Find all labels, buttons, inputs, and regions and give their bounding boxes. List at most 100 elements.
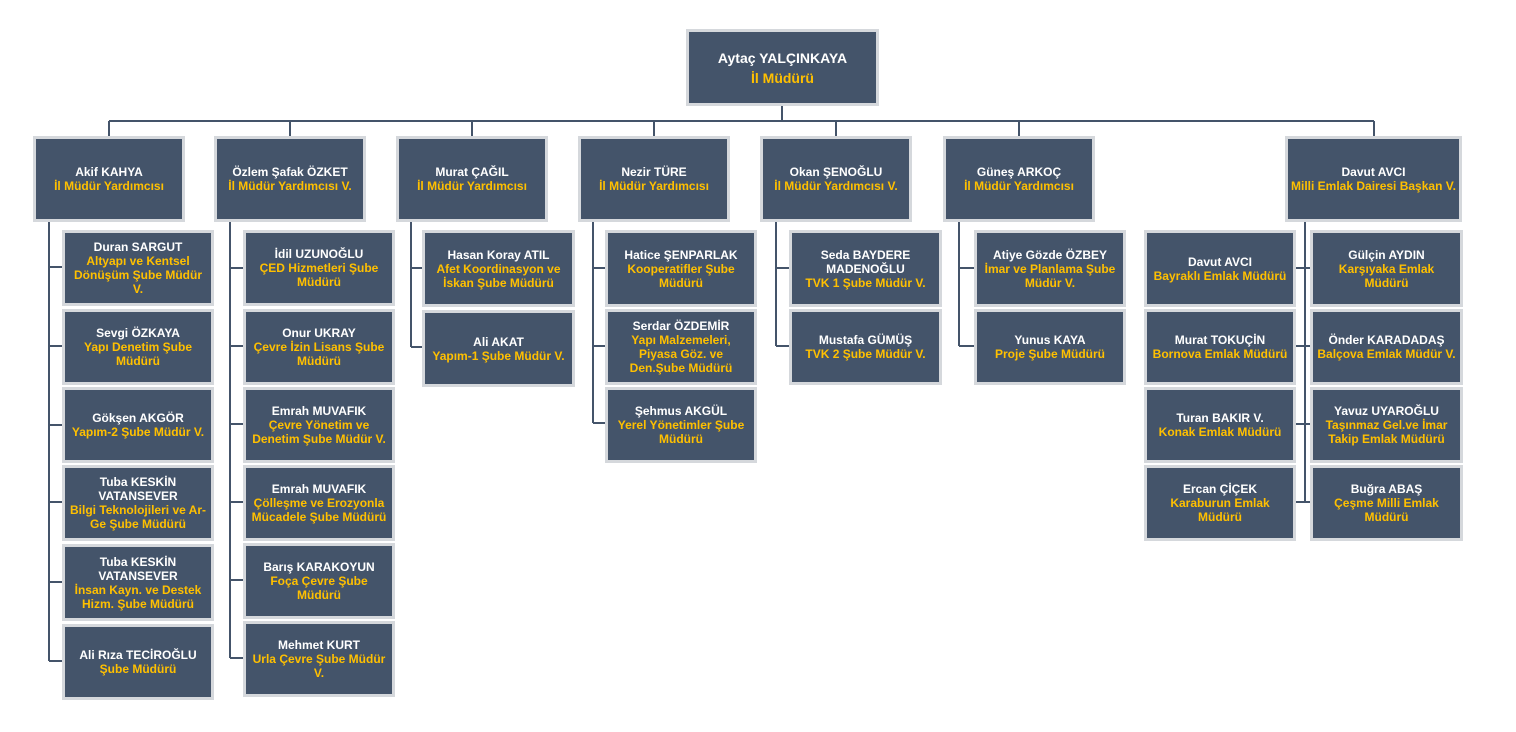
unit-name: İdil UZUNOĞLU	[274, 247, 364, 261]
deputy-box-nezir-ture: Nezir TÜRE İl Müdür Yardımcısı	[578, 136, 730, 222]
unit-box: Şehmus AKGÜL Yerel Yönetimler Şube Müdür…	[605, 387, 757, 463]
deputy-name: Özlem Şafak ÖZKET	[232, 165, 348, 179]
unit-name: Duran SARGUT	[93, 240, 183, 254]
unit-title: ÇED Hizmetleri Şube Müdürü	[259, 261, 379, 289]
unit-title: Çevre Yönetim ve Denetim Şube Müdür V.	[252, 418, 386, 446]
unit-name: Yavuz UYAROĞLU	[1334, 404, 1439, 418]
unit-box: Yunus KAYA Proje Şube Müdürü	[974, 309, 1126, 385]
deputy-box-okan-senoglu: Okan ŞENOĞLU İl Müdür Yardımcısı V.	[760, 136, 912, 222]
unit-box: Hatice ŞENPARLAK Kooperatifler Şube Müdü…	[605, 230, 757, 307]
director-name: Aytaç YALÇINKAYA	[717, 49, 848, 66]
deputy-title: İl Müdür Yardımcısı V.	[228, 179, 352, 193]
unit-name: Tuba KESKİN VATANSEVER	[98, 554, 178, 583]
unit-name: Onur UKRAY	[282, 326, 356, 340]
unit-name: Sevgi ÖZKAYA	[96, 326, 180, 340]
unit-title: İnsan Kayn. ve Destek Hizm. Şube Müdürü	[74, 582, 202, 611]
deputy-name: Okan ŞENOĞLU	[789, 165, 883, 179]
unit-box: Duran SARGUT Altyapı ve Kentsel Dönüşüm …	[62, 230, 214, 306]
unit-title: Yapı Denetim Şube Müdürü	[83, 340, 193, 368]
unit-box: Tuba KESKİN VATANSEVER Bilgi Teknolojile…	[62, 465, 214, 541]
unit-title: Bilgi Teknolojileri ve Ar-Ge Şube Müdürü	[69, 503, 207, 531]
deputy-box-murat-cagil: Murat ÇAĞIL İl Müdür Yardımcısı	[396, 136, 548, 222]
director-box: Aytaç YALÇINKAYA İl Müdürü	[686, 29, 879, 106]
unit-name: Hatice ŞENPARLAK	[624, 247, 738, 262]
unit-title: Çölleşme ve Erozyonla Mücadele Şube Müdü…	[251, 496, 387, 524]
unit-title: TVK 2 Şube Müdür V.	[805, 347, 926, 361]
unit-title: Yapım-2 Şube Müdür V.	[71, 425, 205, 439]
unit-title: Taşınmaz Gel.ve İmar Takip Emlak Müdürü	[1325, 418, 1448, 446]
unit-title: Çevre İzin Lisans Şube Müdürü	[253, 340, 385, 368]
unit-title: TVK 1 Şube Müdür V.	[805, 275, 926, 290]
deputy-name: Akif KAHYA	[75, 165, 143, 179]
deputy-name: Güneş ARKOÇ	[976, 165, 1062, 179]
unit-title: Şube Müdürü	[99, 662, 177, 676]
deputy-title: İl Müdür Yardımcısı	[417, 179, 527, 193]
unit-name: Hasan Koray ATIL	[447, 247, 550, 262]
deputy-title: İl Müdür Yardımcısı	[54, 179, 164, 193]
unit-name: Turan BAKIR V.	[1176, 411, 1264, 425]
director-title: İl Müdürü	[751, 69, 814, 86]
unit-title: Altyapı ve Kentsel Dönüşüm Şube Müdür V.	[74, 254, 202, 296]
unit-box: Yavuz UYAROĞLU Taşınmaz Gel.ve İmar Taki…	[1310, 387, 1463, 463]
unit-name: Gülçin AYDIN	[1348, 247, 1425, 262]
deputy-box-gunes-arkoc: Güneş ARKOÇ İl Müdür Yardımcısı	[943, 136, 1095, 222]
deputy-title: İl Müdür Yardımcısı	[599, 179, 709, 193]
unit-title: Afet Koordinasyon ve İskan Şube Müdürü	[436, 261, 561, 290]
unit-name: Mehmet KURT	[277, 638, 360, 652]
unit-box: Barış KARAKOYUN Foça Çevre Şube Müdürü	[243, 543, 395, 619]
unit-name: Ali AKAT	[473, 334, 524, 349]
unit-name: Önder KARADADAŞ	[1328, 333, 1445, 347]
unit-title: Çeşme Milli Emlak Müdürü	[1334, 496, 1439, 524]
unit-title: Kooperatifler Şube Müdürü	[627, 261, 735, 290]
unit-name: Tuba KESKİN VATANSEVER	[98, 475, 178, 503]
unit-title: Bayraklı Emlak Müdürü	[1153, 268, 1287, 283]
unit-box: Hasan Koray ATIL Afet Koordinasyon ve İs…	[422, 230, 575, 307]
deputy-name: Nezir TÜRE	[621, 165, 687, 179]
unit-box: Gökşen AKGÖR Yapım-2 Şube Müdür V.	[62, 387, 214, 463]
unit-box: Murat TOKUÇİN Bornova Emlak Müdürü	[1144, 309, 1296, 385]
unit-box: Ali Rıza TECİROĞLU Şube Müdürü	[62, 624, 214, 700]
unit-name: Gökşen AKGÖR	[92, 411, 184, 425]
deputy-box-akif-kahya: Akif KAHYA İl Müdür Yardımcısı	[33, 136, 185, 222]
unit-name: Şehmus AKGÜL	[634, 404, 728, 418]
deputy-title: İl Müdür Yardımcısı V.	[774, 179, 898, 193]
unit-title: Yerel Yönetimler Şube Müdürü	[617, 418, 745, 446]
unit-title: Yapı Malzemeleri, Piyasa Göz. ve Den.Şub…	[629, 333, 733, 375]
unit-box: Onur UKRAY Çevre İzin Lisans Şube Müdürü	[243, 309, 395, 385]
unit-box: Serdar ÖZDEMİR Yapı Malzemeleri, Piyasa …	[605, 309, 757, 385]
unit-name: Buğra ABAŞ	[1350, 482, 1423, 496]
unit-box: Turan BAKIR V. Konak Emlak Müdürü	[1144, 387, 1296, 463]
unit-name: Ali Rıza TECİROĞLU	[79, 648, 197, 662]
unit-title: Foça Çevre Şube Müdürü	[270, 574, 368, 602]
unit-title: Urla Çevre Şube Müdür V.	[252, 652, 386, 680]
unit-box: Emrah MUVAFIK Çölleşme ve Erozyonla Müca…	[243, 465, 395, 541]
deputy-box-ozlem-safak-ozket: Özlem Şafak ÖZKET İl Müdür Yardımcısı V.	[214, 136, 366, 222]
unit-name: Ercan ÇİÇEK	[1182, 482, 1258, 496]
unit-name: Murat TOKUÇİN	[1174, 333, 1266, 347]
unit-title: Karşıyaka Emlak Müdürü	[1338, 261, 1435, 290]
unit-name: Emrah MUVAFIK	[271, 482, 367, 496]
unit-title: Bornova Emlak Müdürü	[1152, 347, 1288, 361]
unit-box: İdil UZUNOĞLU ÇED Hizmetleri Şube Müdürü	[243, 230, 395, 306]
unit-title: Balçova Emlak Müdür V.	[1317, 347, 1456, 361]
unit-box: Buğra ABAŞ Çeşme Milli Emlak Müdürü	[1310, 465, 1463, 541]
unit-name: Yunus KAYA	[1014, 333, 1086, 347]
unit-box: Ercan ÇİÇEK Karaburun Emlak Müdürü	[1144, 465, 1296, 541]
unit-box: Tuba KESKİN VATANSEVER İnsan Kayn. ve De…	[62, 544, 214, 621]
deputy-name: Davut AVCI	[1341, 165, 1406, 179]
unit-name: Davut AVCI	[1187, 254, 1252, 269]
unit-name: Barış KARAKOYUN	[263, 560, 375, 574]
unit-box: Sevgi ÖZKAYA Yapı Denetim Şube Müdürü	[62, 309, 214, 385]
unit-box: Mustafa GÜMÜŞ TVK 2 Şube Müdür V.	[789, 309, 942, 385]
unit-name: Mustafa GÜMÜŞ	[818, 333, 913, 347]
unit-name: Seda BAYDERE MADENOĞLU	[820, 247, 911, 276]
unit-name: Atiye Gözde ÖZBEY	[992, 247, 1108, 262]
deputy-title: Milli Emlak Dairesi Başkan V.	[1291, 179, 1456, 193]
unit-box: Atiye Gözde ÖZBEY İmar ve Planlama Şube …	[974, 230, 1126, 307]
deputy-name: Murat ÇAĞIL	[435, 165, 509, 179]
unit-box: Ali AKAT Yapım-1 Şube Müdür V.	[422, 310, 575, 387]
unit-box: Önder KARADADAŞ Balçova Emlak Müdür V.	[1310, 309, 1463, 385]
unit-title: Proje Şube Müdürü	[994, 347, 1105, 361]
unit-title: Konak Emlak Müdürü	[1158, 425, 1282, 439]
